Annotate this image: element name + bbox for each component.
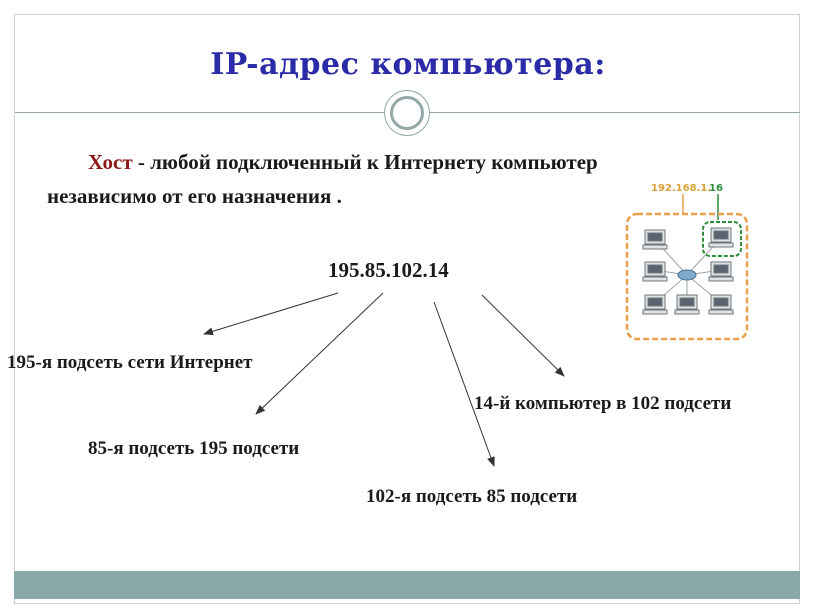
computer-icon: [708, 294, 734, 315]
network-illustration: 192.168.1. 16: [615, 178, 755, 343]
host-definition-line2: независимо от его назначения .: [47, 184, 342, 208]
label-subnet-102: 102-я подсеть 85 подсети: [366, 486, 578, 507]
arrow-to-subnet-195: [203, 292, 339, 336]
arrow-to-computer-14: [481, 294, 565, 377]
computer-icon: [708, 227, 734, 248]
arrow-to-subnet-85: [255, 292, 384, 415]
label-subnet-195: 195-я подсеть сети Интернет: [7, 352, 253, 373]
host-term: Хост: [88, 150, 133, 174]
host-definition: Хост - любой подключенный к Интернету ко…: [88, 150, 748, 175]
network-address-prefix: 192.168.1.: [651, 183, 711, 194]
footer-accent-bar: [14, 571, 800, 599]
computer-icon: [642, 261, 668, 282]
ip-address: 195.85.102.14: [328, 258, 449, 282]
label-subnet-85: 85-я подсеть 195 подсети: [88, 438, 300, 459]
computer-icon: [674, 294, 700, 315]
network-address-host: 16: [709, 183, 723, 194]
slide-title: IP-адрес компьютера:: [210, 47, 606, 82]
arrow-to-subnet-102: [433, 301, 495, 467]
divider-ornament-ring: [390, 96, 424, 130]
host-definition-text: - любой подключенный к Интернету компьют…: [132, 150, 598, 174]
computer-icon: [708, 261, 734, 282]
switch-icon: [677, 269, 697, 281]
label-computer-14: 14-й компьютер в 102 подсети: [474, 393, 732, 414]
computer-icon: [642, 294, 668, 315]
computer-icon: [642, 229, 668, 250]
